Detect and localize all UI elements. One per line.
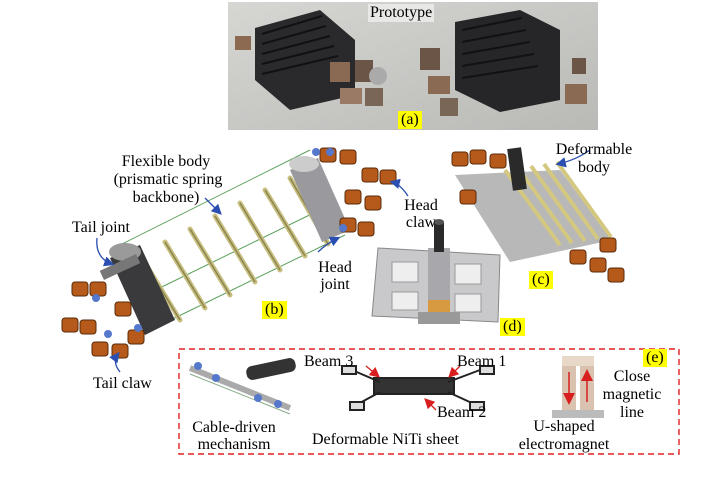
tail-motor: [99, 243, 175, 335]
beam-3-label: Beam 3: [304, 353, 354, 370]
panel-e-frame: [178, 348, 680, 455]
close-magnetic-label-1: Close: [613, 368, 651, 385]
u-shaped-label-1: U-shaped: [533, 418, 595, 435]
close-magnetic-label-3: line: [620, 404, 644, 421]
cable-driven-label-1: Cable-driven: [192, 419, 276, 436]
deformable-body-cad: [451, 147, 625, 283]
cable-mechanism-cad: [188, 358, 296, 415]
close-magnetic-label-2: magnetic: [602, 386, 662, 403]
tail-joint-label: Tail joint: [72, 219, 130, 236]
u-shaped-label-2: electromagnet: [518, 436, 610, 453]
flexible-body-label-2: (prismatic spring: [113, 171, 223, 188]
panel-e-tag: (e): [643, 349, 667, 367]
panel-a-tag: (a): [398, 111, 422, 129]
niti-sheet-cad: [341, 365, 495, 411]
cable-driven-label-2: mechanism: [197, 436, 271, 453]
panel-c-tag: (c): [529, 271, 553, 289]
beam-2-label: Beam 2: [437, 404, 487, 421]
prototype-robot-left: [235, 10, 387, 110]
head-plate-cad: [371, 219, 501, 324]
head-claw-label-2: claw: [405, 214, 437, 231]
tail-claws: [61, 281, 145, 359]
robot-cad-model: [61, 147, 397, 359]
prototype-robot-right: [420, 10, 587, 116]
head-claw-label-1: Head: [404, 197, 438, 214]
flexible-body-label-1: Flexible body: [121, 153, 211, 170]
head-joint-label-2: joint: [320, 276, 350, 293]
deformable-body-label-1: Deformable: [555, 141, 633, 158]
niti-sheet-label: Deformable NiTi sheet: [312, 431, 459, 448]
beam-1-label: Beam 1: [457, 353, 507, 370]
panel-b-tag: (b): [262, 301, 287, 319]
panel-d-tag: (d): [500, 318, 525, 336]
electromagnet-cad: [552, 356, 604, 418]
deformable-body-label-2: body: [578, 159, 610, 176]
prototype-photo: [228, 2, 598, 130]
flexible-body-label-3: backbone): [132, 189, 200, 206]
head-motor: [289, 156, 350, 242]
beam-arrows: [365, 365, 461, 411]
head-joint-label-1: Head: [318, 259, 352, 276]
prototype-title: Prototype: [368, 4, 435, 22]
leader-arrows: [96, 149, 591, 373]
tail-claw-label: Tail claw: [93, 375, 152, 392]
